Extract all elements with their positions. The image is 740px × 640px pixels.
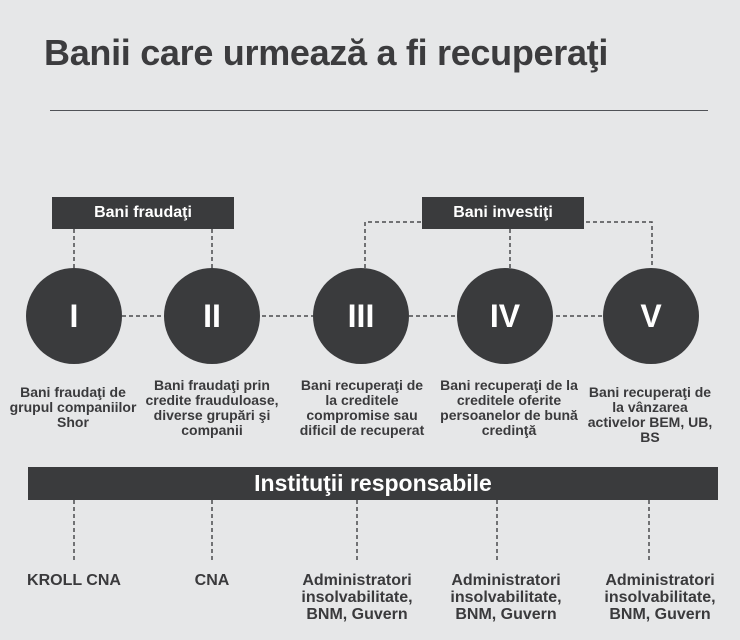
institutions-banner: Instituţii responsabile: [28, 467, 718, 500]
stage-description-ii: Bani fraudaţi prin credite frauduloase, …: [145, 377, 279, 438]
group-label-bani-fraudati: Bani fraudaţi: [52, 197, 234, 229]
institution-2: CNA: [194, 572, 230, 589]
connector-investiti-v: [586, 221, 653, 268]
institution-1: KROLL CNA: [27, 572, 121, 589]
stage-circle-v: V: [603, 268, 699, 364]
stage-circle-iii: III: [313, 268, 409, 364]
institution-3: Administratori insolvabilitate, BNM, Guv…: [301, 572, 413, 623]
stage-circle-ii: II: [164, 268, 260, 364]
stage-description-iii: Bani recuperaţi de la creditele compromi…: [299, 377, 425, 438]
stage-description-i: Bani fraudaţi de grupul companiilor Shor: [9, 384, 137, 430]
group-label-bani-investiti: Bani investiţi: [422, 197, 584, 229]
stage-description-iv: Bani recuperaţi de la creditele oferite …: [440, 377, 578, 438]
stage-description-v: Bani recuperaţi de la vânzarea activelor…: [587, 384, 713, 445]
connector-investiti-iii: [364, 221, 434, 268]
title-divider: [50, 110, 708, 111]
page-title: Banii care urmează a fi recuperaţi: [44, 32, 609, 73]
stage-circle-iv: IV: [457, 268, 553, 364]
institution-4: Administratori insolvabilitate, BNM, Guv…: [450, 572, 562, 623]
institution-5: Administratori insolvabilitate, BNM, Guv…: [604, 572, 716, 623]
stage-circle-i: I: [26, 268, 122, 364]
